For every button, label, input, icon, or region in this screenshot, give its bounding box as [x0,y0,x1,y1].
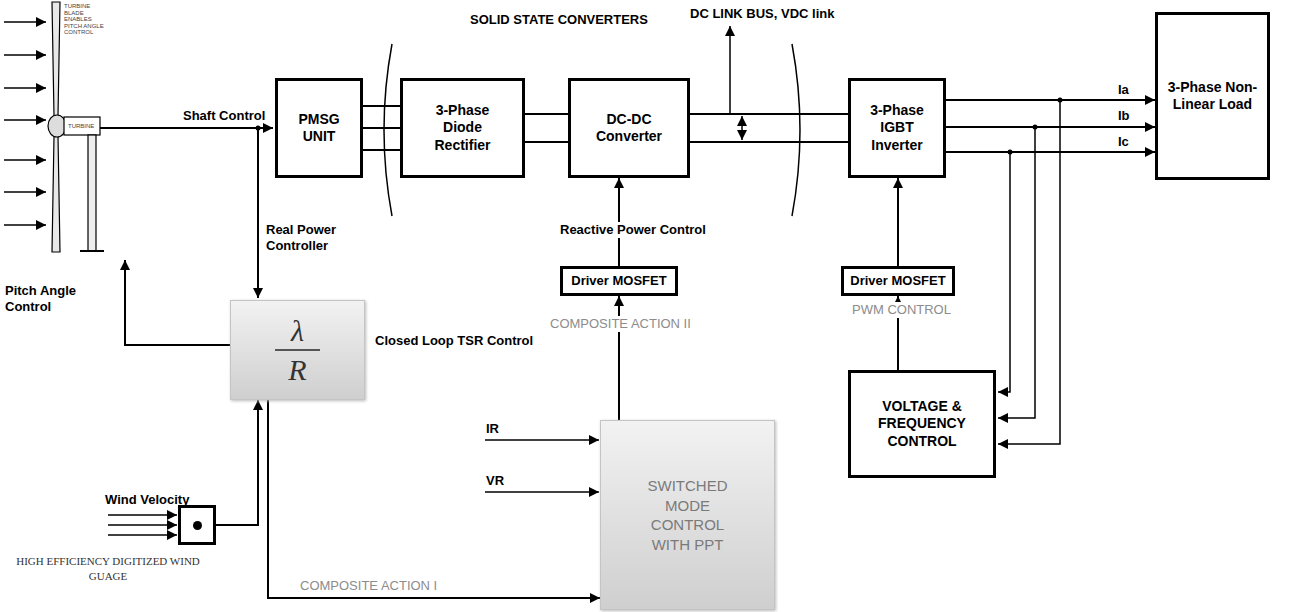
control-box: SWITCHED MODE CONTROL WITH PPT [600,420,775,610]
driver-box: Driver MOSFET [841,266,954,296]
connector [363,106,400,150]
wind-turbine [48,2,104,252]
load-box: 3-Phase Non-Linear Load [1155,12,1270,180]
node-text: R [288,351,306,386]
node-text: 3-Phase Non-Linear Load [1167,79,1259,114]
connector-line [268,400,600,598]
signal-label: COMPOSITE ACTION I [300,578,437,594]
connector [946,127,1155,128]
part-label: DC LINK BUS, VDC link [690,6,834,22]
connector-line [946,99,1155,101]
part-label: Wind Velocity [105,492,189,508]
connector-line [690,113,848,115]
connector-line [690,141,848,143]
wind-velocity-arrows [108,515,177,535]
signal-label: Ib [1118,108,1130,124]
connector-line [525,141,568,143]
signal-label: Ic [1118,134,1129,150]
part-label: SOLID STATE CONVERTERS [470,12,648,28]
part-label: IR [486,421,499,437]
signal-label: COMPOSITE ACTION II [548,316,693,332]
pitch-control-arrow [125,260,230,345]
connector-line [946,126,1155,128]
wind-arrows [4,22,46,225]
generator-box: PMSG UNIT [275,78,363,178]
connector-line [363,105,400,107]
left-bracket [384,44,392,216]
connector-line [618,296,620,420]
reference-inputs [485,440,599,492]
node-text: 3-Phase IGBT Inverter [857,102,937,155]
real-power-arrow [257,128,259,298]
part-label: VR [486,473,504,489]
part-label: Reactive Power Control [558,222,708,238]
part-label: Pitch Angle Control [5,283,110,314]
node-text: Driver MOSFET [850,273,945,289]
connector-line [525,113,568,115]
dc-link-voltage-arrow [741,116,743,140]
signal-label: PWM CONTROL [850,302,953,318]
connector-line [363,149,400,151]
connector [690,114,848,142]
tsr-control-box: λR [230,300,365,400]
dc-link-arrow [729,26,731,114]
right-bracket [792,44,800,216]
shaft-arrow [100,127,273,129]
signal-label: Ia [1118,82,1129,98]
rectifier-box: 3-Phase Diode Rectifier [400,78,525,178]
node-text: VOLTAGE & FREQUENCY CONTROL [865,398,980,451]
node-text: λ [275,314,320,351]
gauge-dot [193,521,202,530]
connector-line [946,151,1155,153]
connector [216,400,258,525]
node-text: SWITCHED MODE CONTROL WITH PPT [633,476,743,554]
part-label: Shaft Control [183,108,265,124]
connector-line [897,178,899,266]
converter-box: DC-DC Converter [568,78,690,178]
connector-line [363,127,400,129]
node-text: DC-DC Converter [584,111,674,146]
driver-box: Driver MOSFET [560,266,678,296]
part-label: Real Power Controller [266,222,361,253]
connector [619,296,620,420]
part-label: TURBINE [68,123,94,130]
caption-text: HIGH EFFICIENCY DIGITIZED WIND GUAGE [5,554,211,584]
node-text: PMSG UNIT [284,111,354,146]
node-text: 3-Phase Diode Rectifier [418,102,508,155]
connector [897,178,898,266]
node-text: Driver MOSFET [571,273,666,289]
connector [525,114,568,142]
wind-gauge: HIGH EFFICIENCY DIGITIZED WIND GUAGE [178,505,216,545]
control-box: VOLTAGE & FREQUENCY CONTROL [848,370,996,478]
connector [946,152,1155,153]
part-label: Closed Loop TSR Control [375,333,533,349]
connector [946,100,1155,101]
part-label: TURBINE BLADE ENABLES PITCH ANGLE CONTRO… [64,3,108,36]
inverter-box: 3-Phase IGBT Inverter [848,78,946,178]
junction-dot [256,126,261,131]
connector [268,400,600,598]
connector-line [216,400,258,525]
